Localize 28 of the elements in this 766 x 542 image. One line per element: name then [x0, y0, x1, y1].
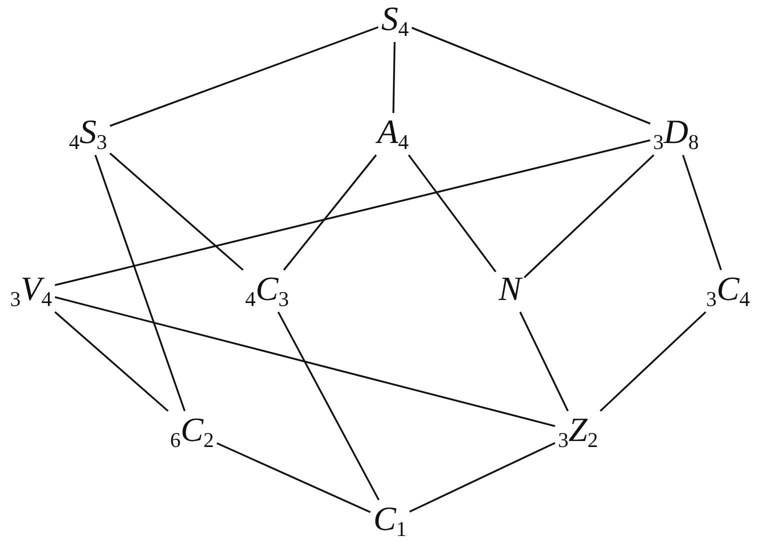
lattice-line: [277, 312, 380, 500]
lattice-line: [411, 26, 650, 124]
subgroup-label: $_{4}$S$_{3}$: [66, 113, 110, 155]
subgroup-label: A$_{4}$: [374, 113, 412, 155]
lattice-line: [283, 154, 377, 271]
subgroup-label: C$_{1}$: [370, 500, 410, 542]
lattice-line: [600, 311, 706, 412]
lattice-line: [216, 442, 371, 513]
lattice-line: [109, 152, 244, 271]
lattice-line: [408, 154, 496, 272]
lattice-line: [110, 26, 379, 127]
subgroup-label: S$_{4}$: [378, 0, 412, 42]
lattice-line: [524, 154, 654, 278]
subgroup-label: $_{3}$C$_{4}$: [703, 270, 753, 312]
lattice-line: [94, 154, 186, 412]
subgroup-label: $_{3}$Z$_{2}$: [555, 411, 601, 453]
lattice-line: [54, 296, 556, 427]
lattice-line: [54, 311, 169, 412]
lattice-line: [519, 312, 569, 412]
subgroup-label: $_{4}$C$_{3}$: [242, 270, 292, 312]
lattice-line: [392, 42, 396, 114]
lattice-line: [682, 154, 722, 270]
lattice-line: [54, 139, 650, 286]
subgroup-label: $_{3}$D$_{8}$: [650, 113, 702, 155]
lattice-line: [409, 442, 556, 513]
subgroup-label: N: [496, 270, 524, 312]
subgroup-label: $_{6}$C$_{2}$: [167, 411, 217, 453]
subgroup-label: $_{3}$V$_{4}$: [7, 270, 55, 312]
